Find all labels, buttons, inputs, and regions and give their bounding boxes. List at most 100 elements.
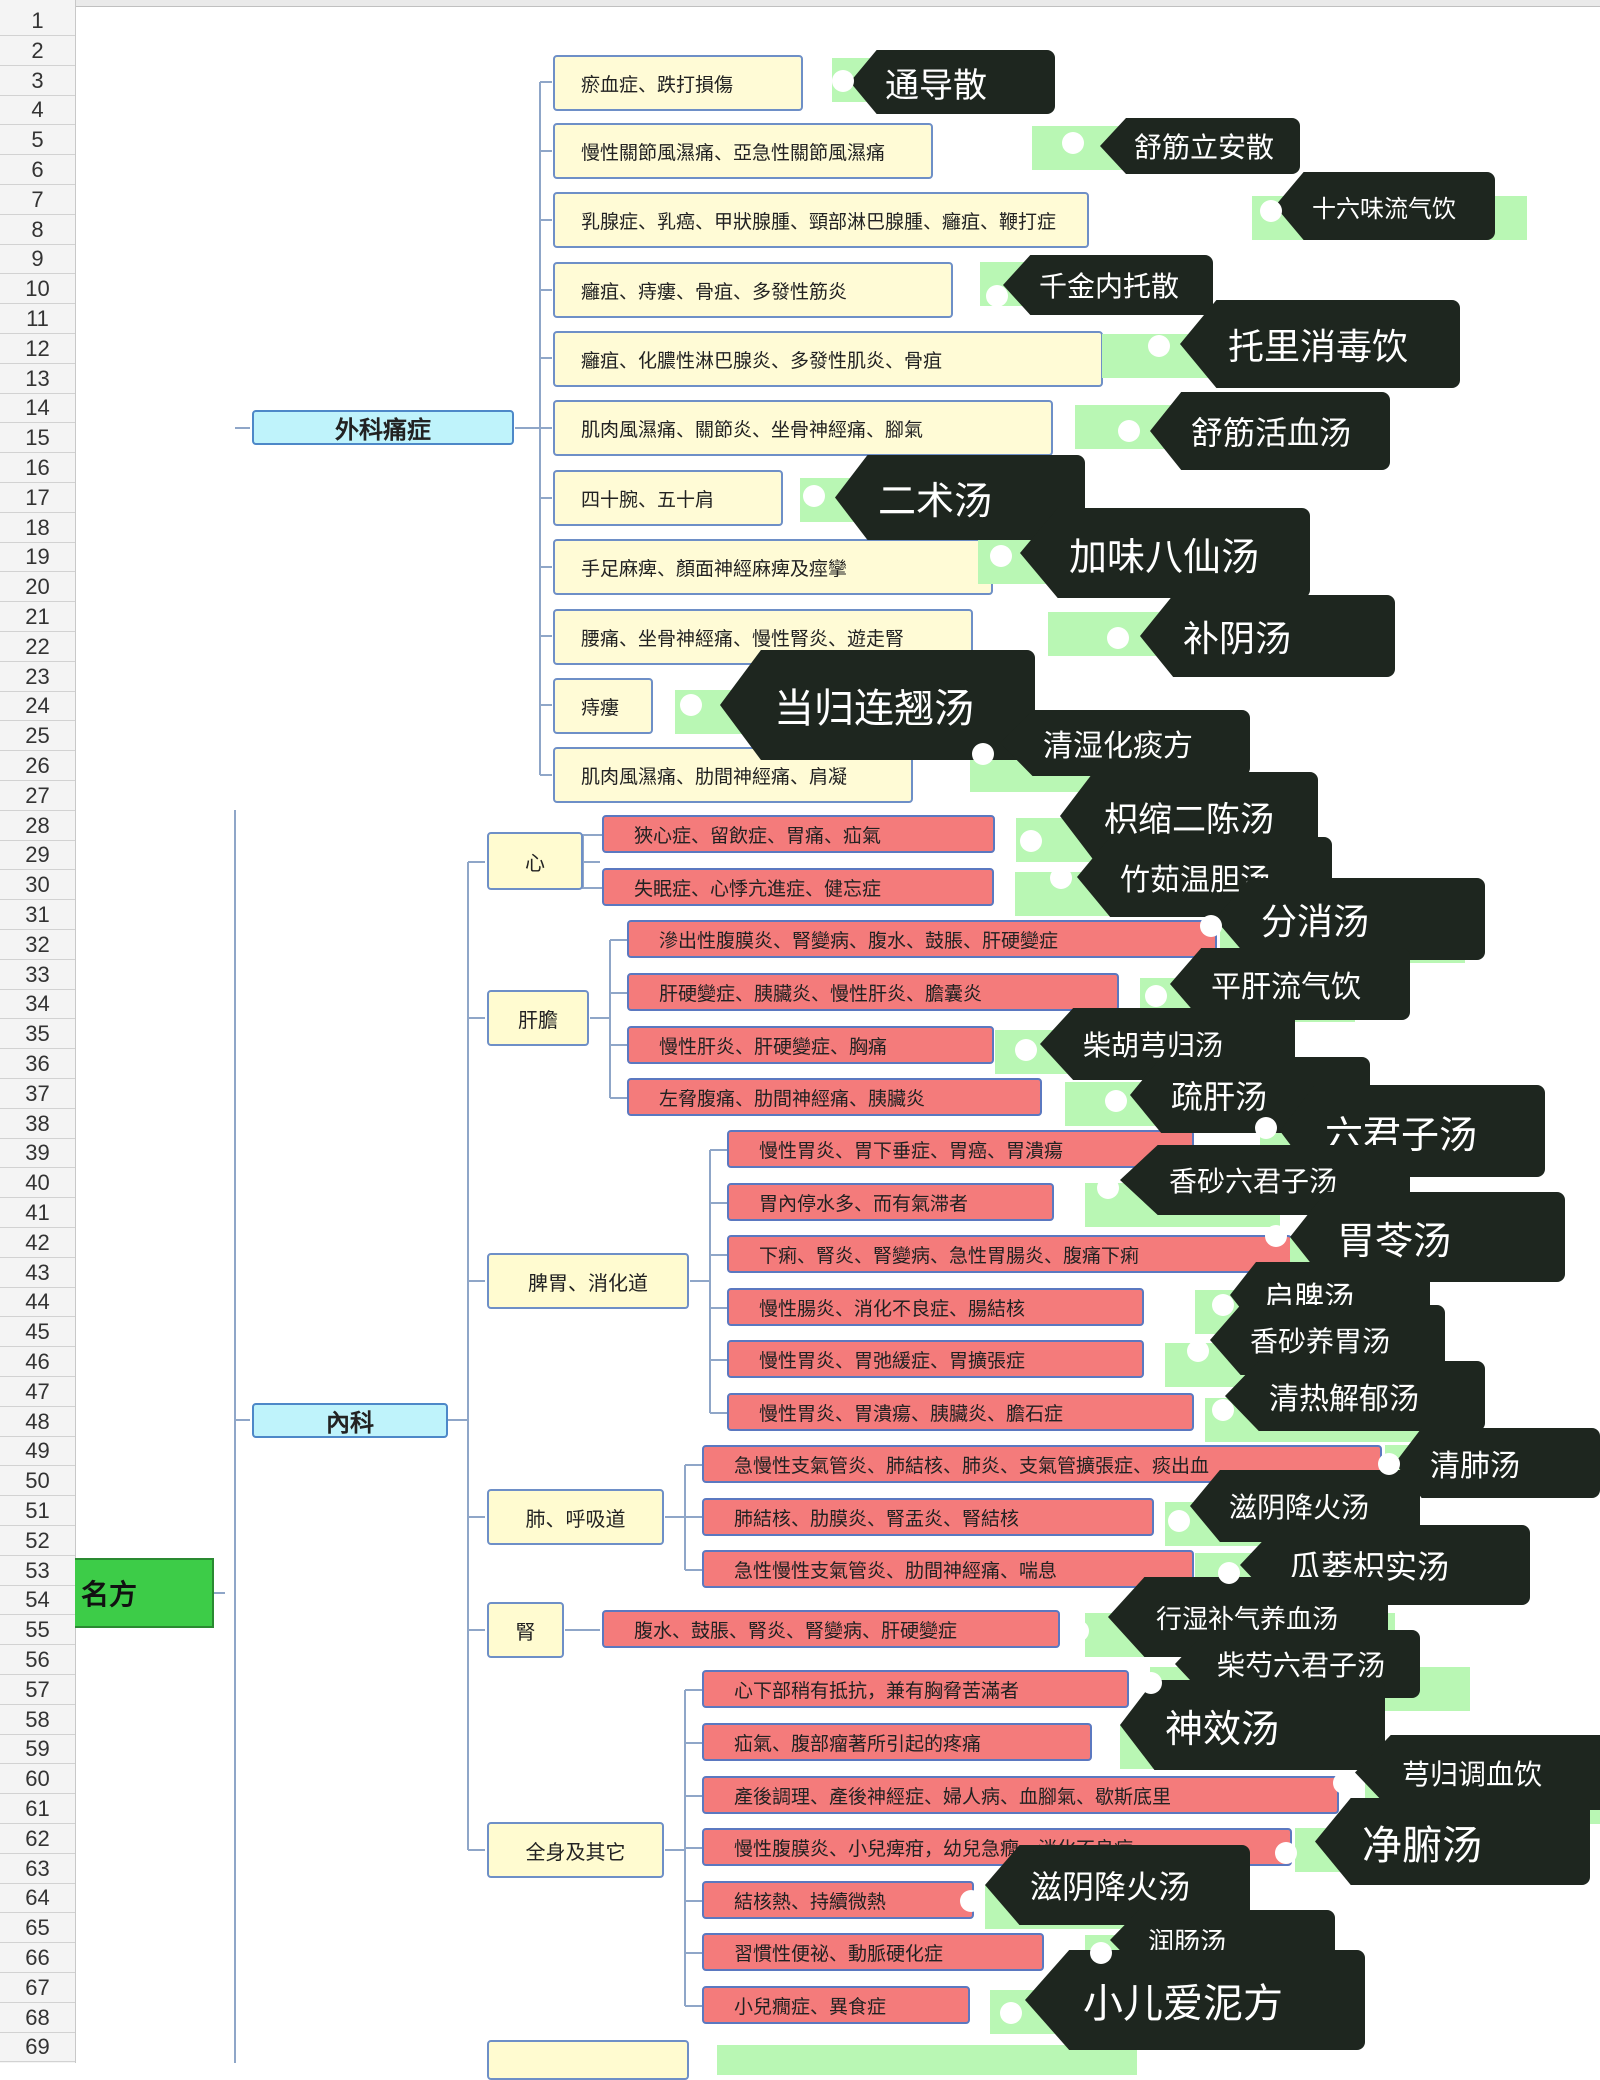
row-number[interactable]: 15: [0, 423, 75, 454]
row-number[interactable]: 12: [0, 334, 75, 364]
row-number[interactable]: 48: [0, 1407, 75, 1437]
row-number[interactable]: 51: [0, 1496, 75, 1526]
row-number[interactable]: 61: [0, 1794, 75, 1824]
internal-condition-box[interactable]: 慢性腸炎、消化不良症、腸結核: [727, 1288, 1144, 1326]
row-number[interactable]: 9: [0, 244, 75, 275]
surgical-condition-box[interactable]: 乳腺症、乳癌、甲狀腺腫、頸部淋巴腺腫、癰疽、鞭打症: [553, 192, 1089, 248]
category-wholebody[interactable]: 全身及其它: [487, 1822, 664, 1878]
row-number[interactable]: 38: [0, 1109, 75, 1139]
internal-condition-box[interactable]: 肝硬變症、胰臟炎、慢性肝炎、膽囊炎: [627, 973, 1119, 1011]
internal-condition-box[interactable]: 產後調理、產後神經症、婦人病、血腳氣、歇斯底里: [702, 1776, 1339, 1814]
row-number[interactable]: 52: [0, 1526, 75, 1556]
row-number[interactable]: 49: [0, 1436, 75, 1467]
row-number[interactable]: 66: [0, 1943, 75, 1973]
row-number[interactable]: 35: [0, 1019, 75, 1050]
internal-condition-box[interactable]: 下痢、腎炎、腎變病、急性胃腸炎、腹痛下痢: [727, 1235, 1292, 1273]
formula-tag[interactable]: 二术汤: [835, 455, 1085, 540]
formula-tag[interactable]: 舒筋立安散: [1100, 118, 1300, 174]
category-heart[interactable]: 心: [487, 832, 583, 890]
row-number[interactable]: 8: [0, 215, 75, 245]
internal-condition-box[interactable]: 心下部稍有抵抗，兼有胸脅苦滿者: [702, 1670, 1129, 1708]
internal-condition-box[interactable]: 結核熱、持續微熱: [702, 1881, 974, 1919]
row-number[interactable]: 40: [0, 1168, 75, 1199]
row-number[interactable]: 57: [0, 1675, 75, 1705]
row-number[interactable]: 50: [0, 1466, 75, 1497]
surgical-condition-box[interactable]: 癰疽、化膿性淋巴腺炎、多發性肌炎、骨疽: [553, 331, 1103, 387]
category-next-partial[interactable]: [487, 2040, 689, 2080]
row-number[interactable]: 44: [0, 1287, 75, 1318]
row-number[interactable]: 14: [0, 393, 75, 424]
formula-tag[interactable]: 通导散: [850, 50, 1055, 114]
internal-condition-box[interactable]: 左脅腹痛、肋間神經痛、胰臟炎: [627, 1078, 1042, 1116]
row-number[interactable]: 46: [0, 1347, 75, 1377]
row-number[interactable]: 10: [0, 274, 75, 305]
row-number[interactable]: 33: [0, 960, 75, 990]
row-number[interactable]: 22: [0, 632, 75, 662]
row-number[interactable]: 56: [0, 1645, 75, 1675]
internal-condition-box[interactable]: 疝氣、腹部瘤著所引起的疼痛: [702, 1723, 1092, 1761]
row-number[interactable]: 16: [0, 453, 75, 483]
row-number[interactable]: 5: [0, 125, 75, 156]
surgical-condition-box[interactable]: 癰疽、痔瘻、骨疽、多發性筋炎: [553, 262, 953, 318]
row-number[interactable]: 42: [0, 1228, 75, 1258]
row-number[interactable]: 68: [0, 2003, 75, 2033]
formula-tag[interactable]: 分消汤: [1215, 878, 1485, 960]
internal-condition-box[interactable]: 滲出性腹膜炎、腎變病、腹水、鼓脹、肝硬變症: [627, 920, 1217, 958]
internal-condition-box[interactable]: 失眠症、心悸亢進症、健忘症: [602, 868, 994, 906]
formula-tag[interactable]: 小儿爱泥方: [1025, 1950, 1365, 2050]
surgical-condition-box[interactable]: 慢性關節風濕痛、亞急性關節風濕痛: [553, 123, 933, 179]
row-number[interactable]: 55: [0, 1615, 75, 1646]
internal-condition-box[interactable]: 急性慢性支氣管炎、肋間神經痛、喘息: [702, 1550, 1194, 1588]
row-number[interactable]: 32: [0, 930, 75, 960]
formula-tag[interactable]: 净腑汤: [1315, 1798, 1590, 1885]
row-number[interactable]: 26: [0, 751, 75, 781]
internal-condition-box[interactable]: 慢性肝炎、肝硬變症、胸痛: [627, 1026, 994, 1064]
internal-condition-box[interactable]: 胃內停水多、而有氣滞者: [727, 1183, 1054, 1221]
row-number[interactable]: 19: [0, 542, 75, 573]
internal-condition-box[interactable]: 小兒癇症、異食症: [702, 1986, 970, 2024]
row-number[interactable]: 6: [0, 155, 75, 185]
internal-condition-box[interactable]: 習慣性便祕、動脈硬化症: [702, 1933, 1044, 1971]
row-number[interactable]: 7: [0, 185, 75, 215]
internal-condition-box[interactable]: 慢性胃炎、胃潰瘍、胰臟炎、膽石症: [727, 1393, 1194, 1431]
surgical-condition-box[interactable]: 痔瘻: [553, 678, 653, 734]
row-number[interactable]: 3: [0, 66, 75, 96]
formula-tag[interactable]: 清湿化痰方: [1000, 710, 1250, 776]
row-number[interactable]: 53: [0, 1556, 75, 1586]
internal-condition-box[interactable]: 慢性胃炎、胃弛緩症、胃擴張症: [727, 1340, 1144, 1378]
formula-tag[interactable]: 舒筋活血汤: [1150, 392, 1390, 470]
row-number[interactable]: 18: [0, 513, 75, 543]
row-number[interactable]: 36: [0, 1049, 75, 1079]
row-number[interactable]: 63: [0, 1854, 75, 1884]
row-number[interactable]: 24: [0, 691, 75, 722]
formula-tag[interactable]: 十六味流气饮: [1275, 172, 1495, 240]
row-number[interactable]: 11: [0, 304, 75, 334]
row-number[interactable]: 13: [0, 364, 75, 394]
row-number[interactable]: 62: [0, 1824, 75, 1854]
row-number[interactable]: 47: [0, 1377, 75, 1407]
internal-condition-box[interactable]: 狹心症、留飲症、胃痛、疝氣: [602, 815, 995, 853]
formula-tag[interactable]: 滋阴降火汤: [985, 1845, 1250, 1925]
formula-tag[interactable]: 神效汤: [1120, 1680, 1385, 1770]
row-number[interactable]: 20: [0, 572, 75, 603]
surgical-condition-box[interactable]: 手足麻痺、顏面神經麻痺及痙攣: [553, 539, 993, 595]
row-number[interactable]: 2: [0, 36, 75, 66]
formula-tag[interactable]: 加味八仙汤: [1020, 508, 1310, 598]
row-number[interactable]: 60: [0, 1764, 75, 1795]
row-number[interactable]: 23: [0, 662, 75, 692]
row-number[interactable]: 4: [0, 95, 75, 126]
row-number[interactable]: 25: [0, 721, 75, 752]
row-number[interactable]: 65: [0, 1913, 75, 1944]
internal-condition-box[interactable]: 慢性胃炎、胃下垂症、胃癌、胃潰瘍: [727, 1130, 1194, 1168]
row-number[interactable]: 1: [0, 6, 75, 36]
row-number[interactable]: 17: [0, 483, 75, 513]
category-lung[interactable]: 肺、呼吸道: [487, 1489, 664, 1545]
category-liver-gallbladder[interactable]: 肝膽: [487, 990, 589, 1046]
row-number[interactable]: 54: [0, 1585, 75, 1616]
category-kidney[interactable]: 腎: [487, 1602, 564, 1658]
formula-tag[interactable]: 清热解郁汤: [1225, 1361, 1485, 1431]
row-number[interactable]: 34: [0, 989, 75, 1020]
row-number[interactable]: 69: [0, 2032, 75, 2063]
row-number[interactable]: 28: [0, 811, 75, 841]
row-number[interactable]: 64: [0, 1883, 75, 1914]
